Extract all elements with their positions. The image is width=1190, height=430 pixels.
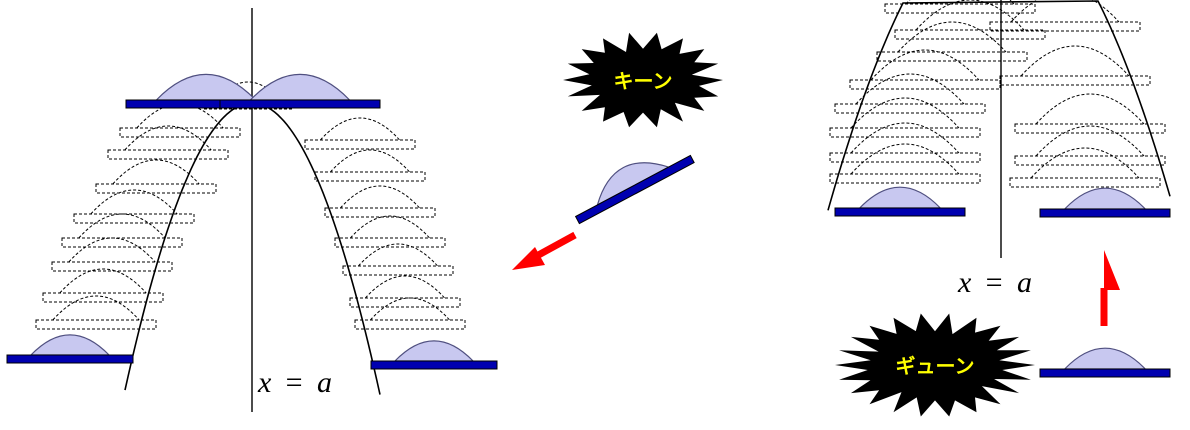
ghost-lens: [989, 0, 1141, 32]
tilted-lens-shape: [574, 154, 695, 225]
ghost-lens: [42, 268, 164, 303]
arrow-icon: [1100, 250, 1120, 326]
left-axis-label: x = a: [257, 366, 332, 399]
ghost-lens: [342, 243, 454, 276]
lens-icon: [370, 340, 498, 370]
lens-icon: [574, 154, 695, 225]
right-parabola-diagram: x = a ギューン: [827, 0, 1171, 417]
ghost-lens: [1014, 125, 1166, 166]
arrow-icon: [512, 231, 577, 270]
ghost-lens: [1014, 93, 1166, 134]
right-axis-label: x = a: [957, 266, 1032, 299]
ghost-lens: [354, 297, 466, 330]
middle-falling-lens-group: キーン: [512, 32, 723, 270]
ghost-lens: [314, 149, 426, 182]
ghost-lens: [73, 189, 195, 224]
left-ghost-lenses: [35, 81, 466, 330]
ghost-lens: [107, 125, 229, 160]
ghost-lens: [349, 275, 461, 308]
ghost-lens: [999, 45, 1151, 86]
left-solid-lenses: [6, 73, 498, 370]
ghost-lens: [849, 49, 1001, 90]
ghost-lens: [829, 97, 981, 138]
burst-icon: ギューン: [835, 313, 1035, 417]
ghost-lens: [61, 213, 183, 248]
ghost-lens: [95, 159, 217, 194]
ghost-lens: [829, 122, 981, 163]
ghost-lens: [304, 117, 416, 150]
ghost-lens: [884, 0, 1036, 14]
lens-icon: [834, 186, 966, 217]
ghost-lens: [894, 0, 1046, 40]
ghost-lens: [35, 295, 157, 330]
ghost-lens: [829, 143, 981, 184]
left-parabola-diagram: x = a: [6, 8, 498, 412]
burst-icon: キーン: [563, 32, 723, 128]
ghost-lens: [51, 237, 173, 272]
left-axis-label-eq: =: [286, 366, 303, 399]
right-ghost-lenses: [829, 0, 1166, 188]
right-axis-label-val: a: [1017, 266, 1032, 299]
ghost-lens: [324, 185, 436, 218]
right-axis-label-eq: =: [986, 266, 1003, 299]
right-burst-shape: [835, 313, 1035, 417]
ghost-lens: [334, 215, 446, 248]
left-axis-label-val: a: [317, 366, 332, 399]
left-burst-shape: [563, 32, 723, 128]
lens-icon: [1039, 347, 1171, 378]
lens-icon: [1039, 187, 1171, 218]
lens-icon: [219, 73, 381, 109]
right-burst-text: ギューン: [896, 354, 975, 378]
left-burst-text: キーン: [614, 69, 673, 93]
ghost-lens: [876, 21, 1028, 62]
left-axis-label-var: x: [257, 366, 272, 399]
right-axis-label-var: x: [957, 266, 972, 299]
right-parabola-curve: [827, 0, 1171, 211]
right-solid-lenses: [834, 186, 1171, 378]
ghost-lens: [834, 73, 986, 114]
ghost-lens: [1009, 147, 1161, 188]
lens-icon: [6, 334, 134, 364]
